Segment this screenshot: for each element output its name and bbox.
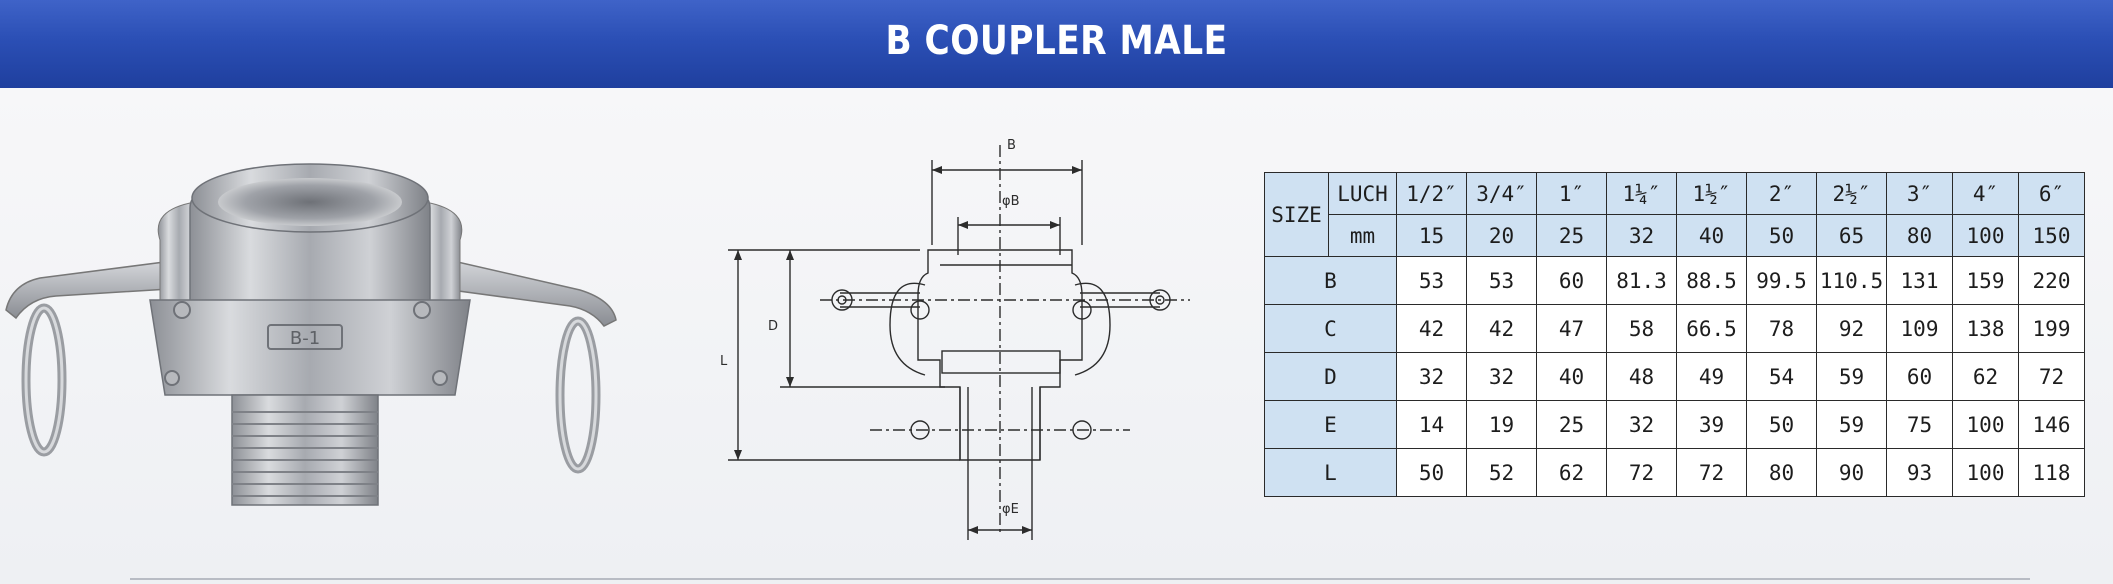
value-cell: 159 (1952, 256, 2019, 305)
value-cell: 53 (1466, 256, 1537, 305)
value-cell: 80 (1746, 448, 1817, 497)
value-cell: 99.5 (1746, 256, 1817, 305)
value-cell: 60 (1536, 256, 1607, 305)
value-cell: 62 (1536, 448, 1607, 497)
value-cell: 47 (1536, 304, 1607, 353)
mm-label: mm (1328, 214, 1397, 257)
value-cell: 138 (1952, 304, 2019, 353)
marking-b1: B-1 (290, 328, 320, 349)
mm-size-cell: 80 (1886, 214, 1953, 257)
value-cell: 40 (1536, 352, 1607, 401)
inch-size-cell: 2½″ (1816, 172, 1887, 215)
value-cell: 32 (1606, 400, 1677, 449)
row-label: C (1264, 304, 1397, 353)
label-phi-b: φB (1002, 194, 1020, 209)
coupler-photo: B-1 316 (5, 163, 617, 506)
value-cell: 146 (2018, 400, 2085, 449)
value-cell: 66.5 (1676, 304, 1747, 353)
value-cell: 49 (1676, 352, 1747, 401)
row-label: B (1264, 256, 1397, 305)
value-cell: 78 (1746, 304, 1817, 353)
inch-size-cell: 1½″ (1676, 172, 1747, 215)
value-cell: 100 (1952, 400, 2019, 449)
inch-size-cell: 1″ (1536, 172, 1607, 215)
inch-size-cell: 3/4″ (1466, 172, 1537, 215)
value-cell: 81.3 (1606, 256, 1677, 305)
label-b: B (1007, 138, 1016, 153)
value-cell: 50 (1746, 400, 1817, 449)
value-cell: 199 (2018, 304, 2085, 353)
size-label: SIZE (1264, 172, 1329, 257)
inch-size-cell: 1¼″ (1606, 172, 1677, 215)
inch-label: LUCH (1328, 172, 1397, 215)
label-phi-e: φE (1002, 502, 1019, 517)
row-label: L (1264, 448, 1397, 497)
mm-size-cell: 20 (1466, 214, 1537, 257)
value-cell: 42 (1396, 304, 1467, 353)
label-d: D (768, 319, 778, 334)
value-cell: 32 (1466, 352, 1537, 401)
mm-size-cell: 65 (1816, 214, 1887, 257)
label-l: L (720, 354, 728, 369)
mm-size-cell: 100 (1952, 214, 2019, 257)
value-cell: 109 (1886, 304, 1953, 353)
value-cell: 93 (1886, 448, 1953, 497)
value-cell: 50 (1396, 448, 1467, 497)
mm-size-cell: 32 (1606, 214, 1677, 257)
mm-size-cell: 15 (1396, 214, 1467, 257)
value-cell: 118 (2018, 448, 2085, 497)
value-cell: 92 (1816, 304, 1887, 353)
value-cell: 88.5 (1676, 256, 1747, 305)
value-cell: 19 (1466, 400, 1537, 449)
value-cell: 59 (1816, 400, 1887, 449)
value-cell: 72 (2018, 352, 2085, 401)
mm-size-cell: 50 (1746, 214, 1817, 257)
inch-size-cell: 1/2″ (1396, 172, 1467, 215)
mm-size-cell: 25 (1536, 214, 1607, 257)
value-cell: 32 (1396, 352, 1467, 401)
value-cell: 58 (1606, 304, 1677, 353)
value-cell: 48 (1606, 352, 1677, 401)
value-cell: 100 (1952, 448, 2019, 497)
mm-size-cell: 150 (2018, 214, 2085, 257)
mm-size-cell: 40 (1676, 214, 1747, 257)
row-label: D (1264, 352, 1397, 401)
value-cell: 220 (2018, 256, 2085, 305)
value-cell: 42 (1466, 304, 1537, 353)
value-cell: 72 (1676, 448, 1747, 497)
value-cell: 90 (1816, 448, 1887, 497)
value-cell: 25 (1536, 400, 1607, 449)
inch-size-cell: 3″ (1886, 172, 1953, 215)
value-cell: 39 (1676, 400, 1747, 449)
value-cell: 131 (1886, 256, 1953, 305)
value-cell: 52 (1466, 448, 1537, 497)
inch-size-cell: 6″ (2018, 172, 2085, 215)
technical-drawing: B φB D L φE (720, 138, 1190, 540)
row-label: E (1264, 400, 1397, 449)
value-cell: 14 (1396, 400, 1467, 449)
value-cell: 60 (1886, 352, 1953, 401)
inch-size-cell: 2″ (1746, 172, 1817, 215)
value-cell: 59 (1816, 352, 1887, 401)
value-cell: 110.5 (1816, 256, 1887, 305)
value-cell: 54 (1746, 352, 1817, 401)
value-cell: 72 (1606, 448, 1677, 497)
value-cell: 62 (1952, 352, 2019, 401)
inch-size-cell: 4″ (1952, 172, 2019, 215)
value-cell: 75 (1886, 400, 1953, 449)
footer-rule (130, 578, 2030, 580)
page-title: B COUPLER MALE (885, 18, 1228, 64)
value-cell: 53 (1396, 256, 1467, 305)
title-banner: B COUPLER MALE (0, 0, 2113, 88)
